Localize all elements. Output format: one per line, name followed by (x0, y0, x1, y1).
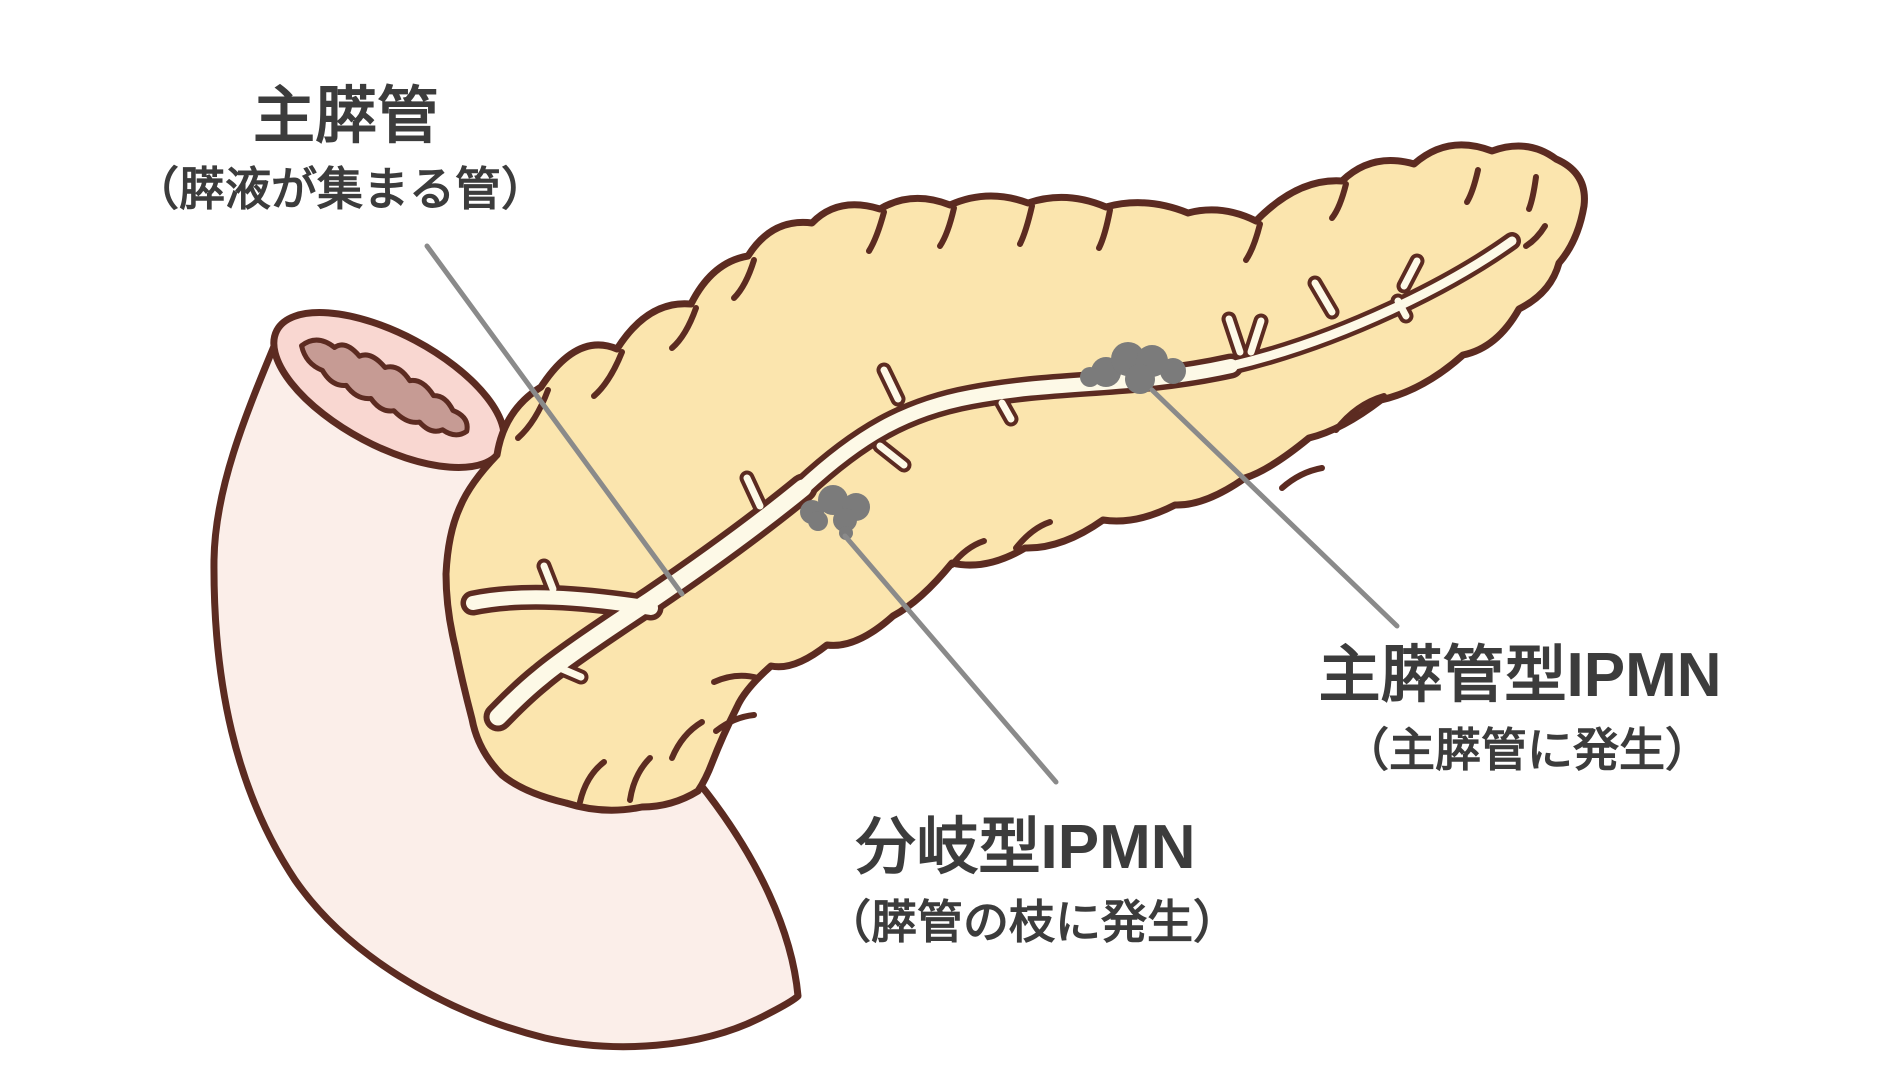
pancreas-body (442, 141, 1588, 814)
branch-nub-core (1400, 257, 1421, 290)
branch-nub-core (1247, 317, 1265, 356)
branch-nub-core (556, 664, 585, 681)
duct-core-head (489, 479, 812, 726)
lobule-accent (627, 755, 653, 803)
lobule-accent (591, 349, 625, 399)
blob-lobe (818, 485, 848, 515)
duodenum-lumen (299, 337, 470, 438)
duct-branch-nub-cores (540, 257, 1421, 681)
lobule-accent (937, 205, 957, 249)
branch-nub-core (998, 399, 1015, 423)
lobule-accent (669, 305, 699, 351)
lobule-accent (515, 387, 551, 441)
branch-nub-core (876, 442, 908, 469)
label-branch-ipmn: 分岐型IPMN （膵管の枝に発生） (825, 813, 1239, 948)
main-duct-ipmn-blob (1080, 342, 1186, 394)
blob-lobe (1125, 364, 1155, 394)
lobule-accent (1279, 465, 1325, 491)
leader-line-main-duct (424, 243, 685, 597)
lobule-accent (1464, 167, 1481, 205)
label-main-duct-ipmn-title: 主膵管型IPMN (1318, 641, 1721, 710)
lobule-accent (1526, 174, 1539, 212)
label-main-duct-ipmn: 主膵管型IPMN （主膵管に発生） (1318, 641, 1721, 776)
blob-lobe (1080, 367, 1100, 387)
duct-core-tail (1226, 236, 1517, 371)
label-branch-ipmn-subtitle: （膵管の枝に発生） (825, 896, 1239, 948)
branch-nub-core (1394, 297, 1410, 320)
label-main-duct-subtitle: （膵液が集まる管） (133, 163, 547, 215)
leader-line-branch-ipmn (842, 533, 1059, 785)
branch-nub-core (880, 366, 902, 403)
branch-nub-core (1225, 315, 1244, 356)
lobule-accent (711, 672, 761, 685)
lobule-accent (1523, 223, 1548, 249)
branch-nub-core (743, 474, 764, 510)
duct-core-head-branch (466, 590, 658, 615)
lobule-accent (669, 719, 705, 761)
blob-lobe (839, 526, 853, 540)
branch-nub-core (1311, 279, 1336, 316)
lobule-accent (1243, 221, 1263, 263)
lobule-accent (1333, 393, 1387, 433)
pancreas-lobule-accents (515, 167, 1548, 805)
branch-ipmn-blob (800, 485, 870, 540)
branch-nub-core (540, 562, 557, 593)
lobule-accent (1017, 203, 1035, 247)
lobule-accent (1013, 519, 1053, 551)
blob-lobe (1160, 358, 1186, 384)
blob-lobe (833, 508, 857, 532)
lobule-accent (1329, 181, 1349, 221)
label-branch-ipmn-title: 分岐型IPMN (854, 813, 1195, 882)
lobule-accent (713, 712, 757, 734)
lobule-accent (1096, 207, 1113, 251)
lobule-accent (949, 538, 987, 568)
lobule-accent (866, 209, 887, 254)
label-main-duct: 主膵管 （膵液が集まる管） (133, 82, 547, 215)
blob-lobe (808, 511, 828, 531)
lobule-accent (577, 759, 607, 805)
label-main-duct-title: 主膵管 (253, 82, 439, 151)
lobule-accent (731, 257, 757, 301)
label-main-duct-ipmn-subtitle: （主膵管に発生） (1343, 724, 1711, 776)
leader-line-main-duct-ipmn (1149, 387, 1400, 629)
pancreas (442, 141, 1588, 814)
